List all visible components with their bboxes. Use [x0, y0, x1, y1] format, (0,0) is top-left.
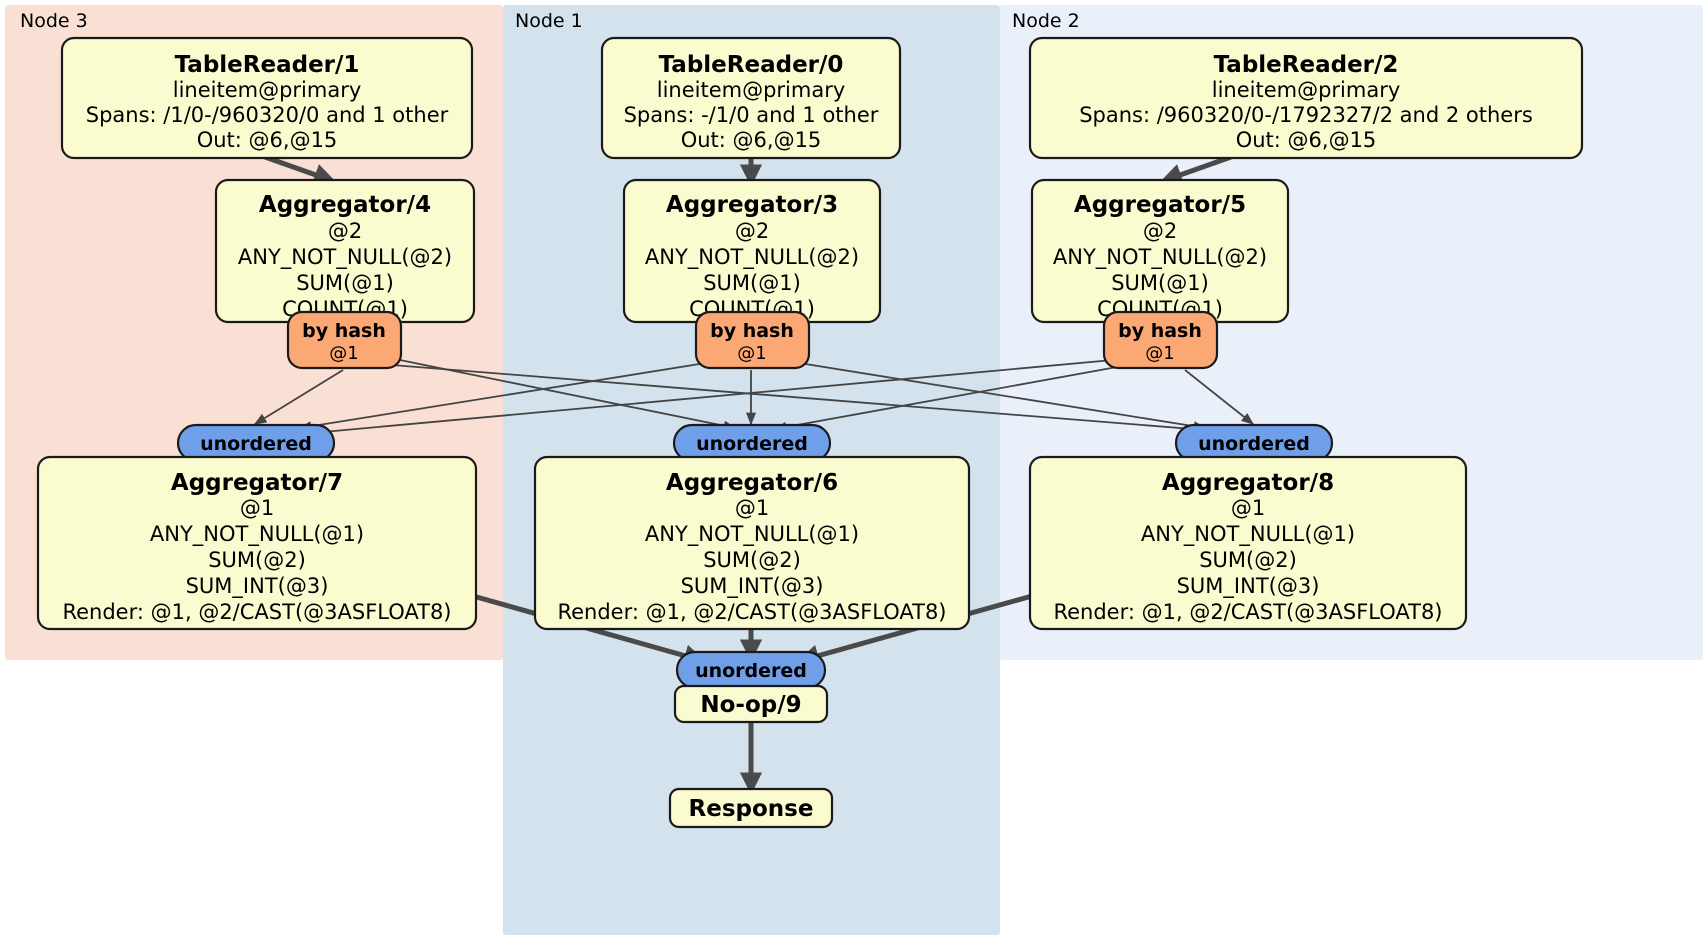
aggregator-8-line-3: SUM_INT(@3): [1177, 574, 1320, 599]
unordered-8-label: unordered: [1198, 433, 1310, 455]
response-title: Response: [689, 796, 814, 822]
response-box[interactable]: [668, 787, 834, 829]
tablereader-0-line-1: Spans: -/1/0 and 1 other: [624, 103, 879, 127]
by-hash-5-badge[interactable]: [1102, 310, 1219, 370]
edge-tablereader1-aggregator4: [264, 154, 337, 186]
tablereader-2-line-2: Out: @6,@15: [1236, 128, 1377, 152]
edge-hash3-unordered8: [792, 361, 1207, 432]
aggregator-5-line-2: SUM(@1): [1111, 271, 1209, 295]
router-unordered-6[interactable]: unordered: [672, 423, 832, 463]
edge-hash5-unordered8: [1184, 369, 1254, 425]
edge-hash4-unordered8: [391, 364, 1232, 437]
panel-node1-label: Node 1: [515, 10, 583, 32]
edge-hash3-unordered7: [298, 361, 713, 432]
panel-node3-label: Node 3: [20, 10, 88, 32]
aggregator-7-line-0: @1: [240, 496, 274, 520]
aggregator-8-line-4: Render: @1, @2/CAST(@3ASFLOAT8): [1053, 600, 1442, 624]
aggregator-7-line-1: ANY_NOT_NULL(@1): [150, 522, 364, 547]
processor-aggregator-5[interactable]: Aggregator/5 @2 ANY_NOT_NULL(@2) SUM(@1)…: [1030, 178, 1290, 324]
tablereader-1-box[interactable]: [60, 36, 474, 160]
aggregator-5-line-1: ANY_NOT_NULL(@2): [1053, 245, 1267, 270]
aggregator-6-line-3: SUM_INT(@3): [681, 574, 824, 599]
router-unordered-7[interactable]: unordered: [176, 423, 336, 463]
aggregator-6-line-0: @1: [735, 496, 769, 520]
by-hash-5-sub: @1: [1145, 343, 1174, 364]
edge-hash4-unordered7: [253, 369, 344, 425]
by-hash-3-badge[interactable]: [694, 310, 811, 370]
aggregator-7-title: Aggregator/7: [171, 470, 343, 496]
aggregator-6-title: Aggregator/6: [666, 470, 838, 496]
aggregator-8-line-1: ANY_NOT_NULL(@1): [1141, 522, 1355, 547]
by-hash-5-label: by hash: [1118, 320, 1202, 342]
aggregator-3-line-2: SUM(@1): [703, 271, 801, 295]
processor-tablereader-0[interactable]: TableReader/0 lineitem@primary Spans: -/…: [600, 36, 902, 160]
edge-hash5-unordered7: [310, 359, 1114, 437]
aggregator-3-line-0: @2: [735, 219, 769, 243]
by-hash-4-badge[interactable]: [286, 310, 403, 370]
aggregator-4-title: Aggregator/4: [259, 192, 431, 218]
aggregator-4-line-1: ANY_NOT_NULL(@2): [238, 245, 452, 270]
router-by-hash-5[interactable]: by hash @1: [1102, 310, 1219, 370]
aggregator-8-line-2: SUM(@2): [1199, 548, 1297, 572]
processor-aggregator-6[interactable]: Aggregator/6 @1 ANY_NOT_NULL(@1) SUM(@2)…: [533, 455, 971, 631]
aggregator-4-line-2: SUM(@1): [296, 271, 394, 295]
tablereader-2-line-0: lineitem@primary: [1212, 78, 1401, 102]
by-hash-4-label: by hash: [302, 320, 386, 342]
aggregator-6-line-1: ANY_NOT_NULL(@1): [645, 522, 859, 547]
processor-response[interactable]: Response: [668, 787, 834, 829]
aggregator-3-line-1: ANY_NOT_NULL(@2): [645, 245, 859, 270]
processor-aggregator-8[interactable]: Aggregator/8 @1 ANY_NOT_NULL(@1) SUM(@2)…: [1028, 455, 1468, 631]
router-unordered-final[interactable]: unordered: [675, 650, 827, 690]
aggregator-5-title: Aggregator/5: [1074, 192, 1246, 218]
unordered-6-label: unordered: [696, 433, 808, 455]
tablereader-1-line-0: lineitem@primary: [173, 78, 362, 102]
processor-aggregator-7[interactable]: Aggregator/7 @1 ANY_NOT_NULL(@1) SUM(@2)…: [36, 455, 478, 631]
edge-hash5-unordered6: [773, 366, 1118, 432]
tablereader-1-title: TableReader/1: [175, 52, 360, 78]
tablereader-0-line-2: Out: @6,@15: [681, 128, 822, 152]
tablereader-2-title: TableReader/2: [1214, 52, 1399, 78]
tablereader-0-title: TableReader/0: [659, 52, 844, 78]
edges-hash-to-unordered: [253, 357, 1254, 437]
aggregator-8-line-0: @1: [1231, 496, 1265, 520]
by-hash-3-sub: @1: [737, 343, 766, 364]
tablereader-2-line-1: Spans: /960320/0-/1792327/2 and 2 others: [1079, 103, 1533, 127]
unordered-7-label: unordered: [200, 433, 312, 455]
panel-node2-label: Node 2: [1012, 10, 1080, 32]
processor-aggregator-3[interactable]: Aggregator/3 @2 ANY_NOT_NULL(@2) SUM(@1)…: [622, 178, 882, 324]
processor-tablereader-1[interactable]: TableReader/1 lineitem@primary Spans: /1…: [60, 36, 474, 160]
aggregator-7-line-3: SUM_INT(@3): [186, 574, 329, 599]
tablereader-1-line-2: Out: @6,@15: [197, 128, 338, 152]
edges-tablereader-to-aggregator: [264, 154, 1232, 187]
by-hash-3-label: by hash: [710, 320, 794, 342]
noop-9-box[interactable]: [673, 684, 829, 724]
aggregator-7-box[interactable]: [36, 455, 478, 631]
aggregator-8-title: Aggregator/8: [1162, 470, 1334, 496]
aggregator-8-box[interactable]: [1028, 455, 1468, 631]
aggregator-3-title: Aggregator/3: [666, 192, 838, 218]
aggregator-7-line-2: SUM(@2): [208, 548, 306, 572]
aggregator-5-line-0: @2: [1143, 219, 1177, 243]
tablereader-1-line-1: Spans: /1/0-/960320/0 and 1 other: [86, 103, 449, 127]
aggregator-6-box[interactable]: [533, 455, 971, 631]
aggregator-6-line-2: SUM(@2): [703, 548, 801, 572]
router-by-hash-3[interactable]: by hash @1: [694, 310, 811, 370]
aggregator-7-line-4: Render: @1, @2/CAST(@3ASFLOAT8): [62, 600, 451, 624]
router-by-hash-4[interactable]: by hash @1: [286, 310, 403, 370]
processor-tablereader-2[interactable]: TableReader/2 lineitem@primary Spans: /9…: [1028, 36, 1584, 160]
unordered-final-label: unordered: [695, 660, 807, 682]
processor-aggregator-4[interactable]: Aggregator/4 @2 ANY_NOT_NULL(@2) SUM(@1)…: [214, 178, 476, 324]
tablereader-2-box[interactable]: [1028, 36, 1584, 160]
aggregator-6-line-4: Render: @1, @2/CAST(@3ASFLOAT8): [557, 600, 946, 624]
by-hash-4-sub: @1: [329, 343, 358, 364]
aggregator-4-line-0: @2: [328, 219, 362, 243]
router-unordered-8[interactable]: unordered: [1174, 423, 1334, 463]
processor-noop-9[interactable]: No-op/9: [673, 684, 829, 724]
tablereader-0-box[interactable]: [600, 36, 902, 160]
noop-9-title: No-op/9: [700, 692, 801, 718]
tablereader-0-line-0: lineitem@primary: [657, 78, 846, 102]
edge-tablereader2-aggregator5: [1159, 154, 1232, 186]
